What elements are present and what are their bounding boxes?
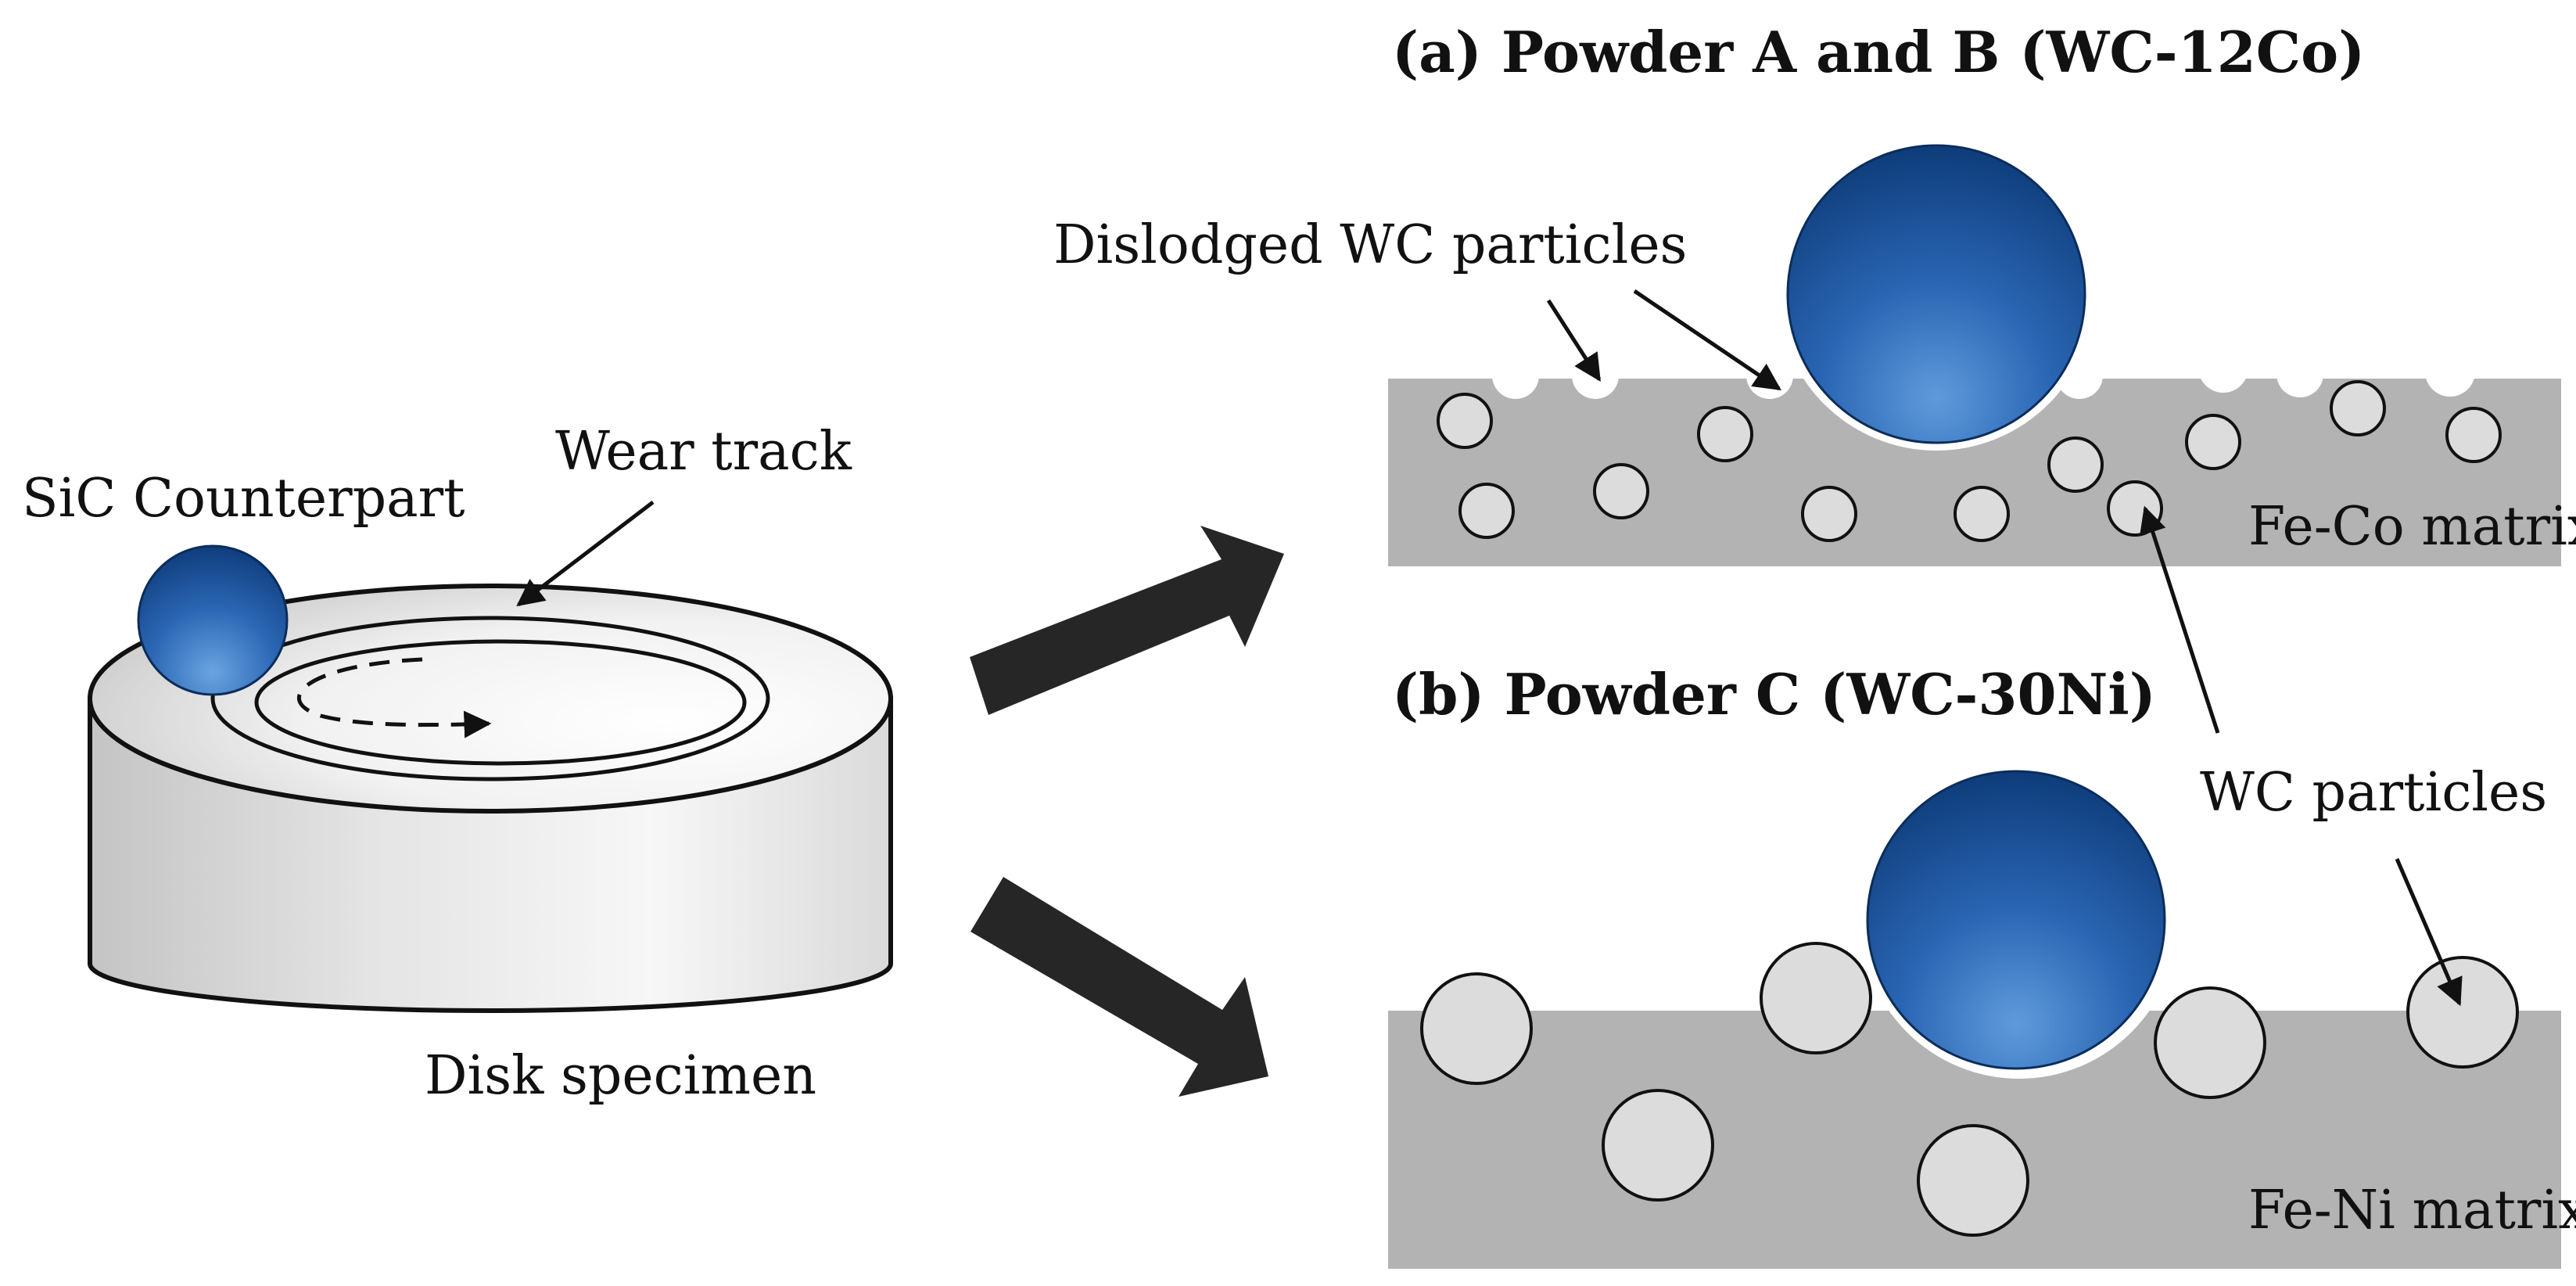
wc-particle: [1437, 393, 1493, 449]
arrow-to-panel-a: [970, 526, 1284, 715]
wc-particle: [2330, 380, 2386, 436]
wc-particle: [2406, 956, 2519, 1069]
dislodged-pit: [2426, 379, 2474, 397]
dislodged-wc-label: Dislodged WC particles: [1053, 214, 1687, 276]
wc-particle: [1420, 972, 1533, 1085]
fe-co-matrix-label: Fe-Co matrix: [2248, 496, 2576, 558]
sic-ball-panel-a: [1786, 144, 2086, 444]
panel-a-title: (a) Powder A and B (WC-12Co): [1392, 19, 2365, 85]
wc-particle: [2107, 480, 2163, 537]
wc-particle: [1602, 1089, 1714, 1202]
wear-track-label: Wear track: [555, 421, 852, 483]
wc-particle: [1954, 486, 2010, 542]
wc-particles-label: WC particles: [2200, 762, 2547, 824]
dislodged-pit: [1572, 379, 1619, 399]
dislodged-pointer-2: [1633, 289, 1781, 391]
wc-particle: [1458, 483, 1515, 539]
wc-particle: [1917, 1124, 2029, 1237]
wc-particles-panel-a: [1437, 380, 2502, 542]
sic-counterpart-label: SiC Counterpart: [22, 468, 465, 530]
wc-particle: [2445, 407, 2502, 463]
wear-track-pointer: [516, 501, 655, 607]
dislodged-pointer-1: [1546, 299, 1602, 382]
wc-pointer-panel-a: [2140, 505, 2220, 734]
wc-particle: [2154, 986, 2266, 1099]
disk-specimen-label: Disk specimen: [425, 1045, 816, 1107]
arrow-to-panel-b: [970, 877, 1268, 1097]
rotation-direction-arrow: [296, 657, 492, 738]
wc-particle: [1760, 942, 1872, 1054]
wc-particle: [1801, 486, 1857, 542]
panel-b-title: (b) Powder C (WC-30Ni): [1392, 661, 2156, 727]
wc-particle: [1697, 406, 1753, 462]
wc-pointer-panel-b: [2395, 858, 2463, 1007]
wc-particle: [2185, 414, 2241, 470]
wear-track-inner-ring: [254, 639, 747, 766]
dislodged-pit: [2201, 379, 2246, 393]
wear-track-outer-ring: [210, 616, 770, 781]
disk-specimen: [88, 501, 893, 1013]
dislodged-pit: [1746, 379, 1793, 399]
wc-particles-panel-b: [1420, 942, 2519, 1237]
sic-ball-panel-b: [1866, 770, 2166, 1070]
dislodged-pit: [2056, 379, 2103, 399]
dislodged-pit: [1492, 379, 1539, 399]
wc-particle: [1593, 463, 1649, 519]
fe-ni-matrix-label: Fe-Ni matrix: [2248, 1180, 2576, 1241]
wc-particle: [2047, 436, 2104, 493]
sic-counterpart-ball: [137, 544, 289, 696]
dislodged-pit: [2276, 379, 2323, 397]
